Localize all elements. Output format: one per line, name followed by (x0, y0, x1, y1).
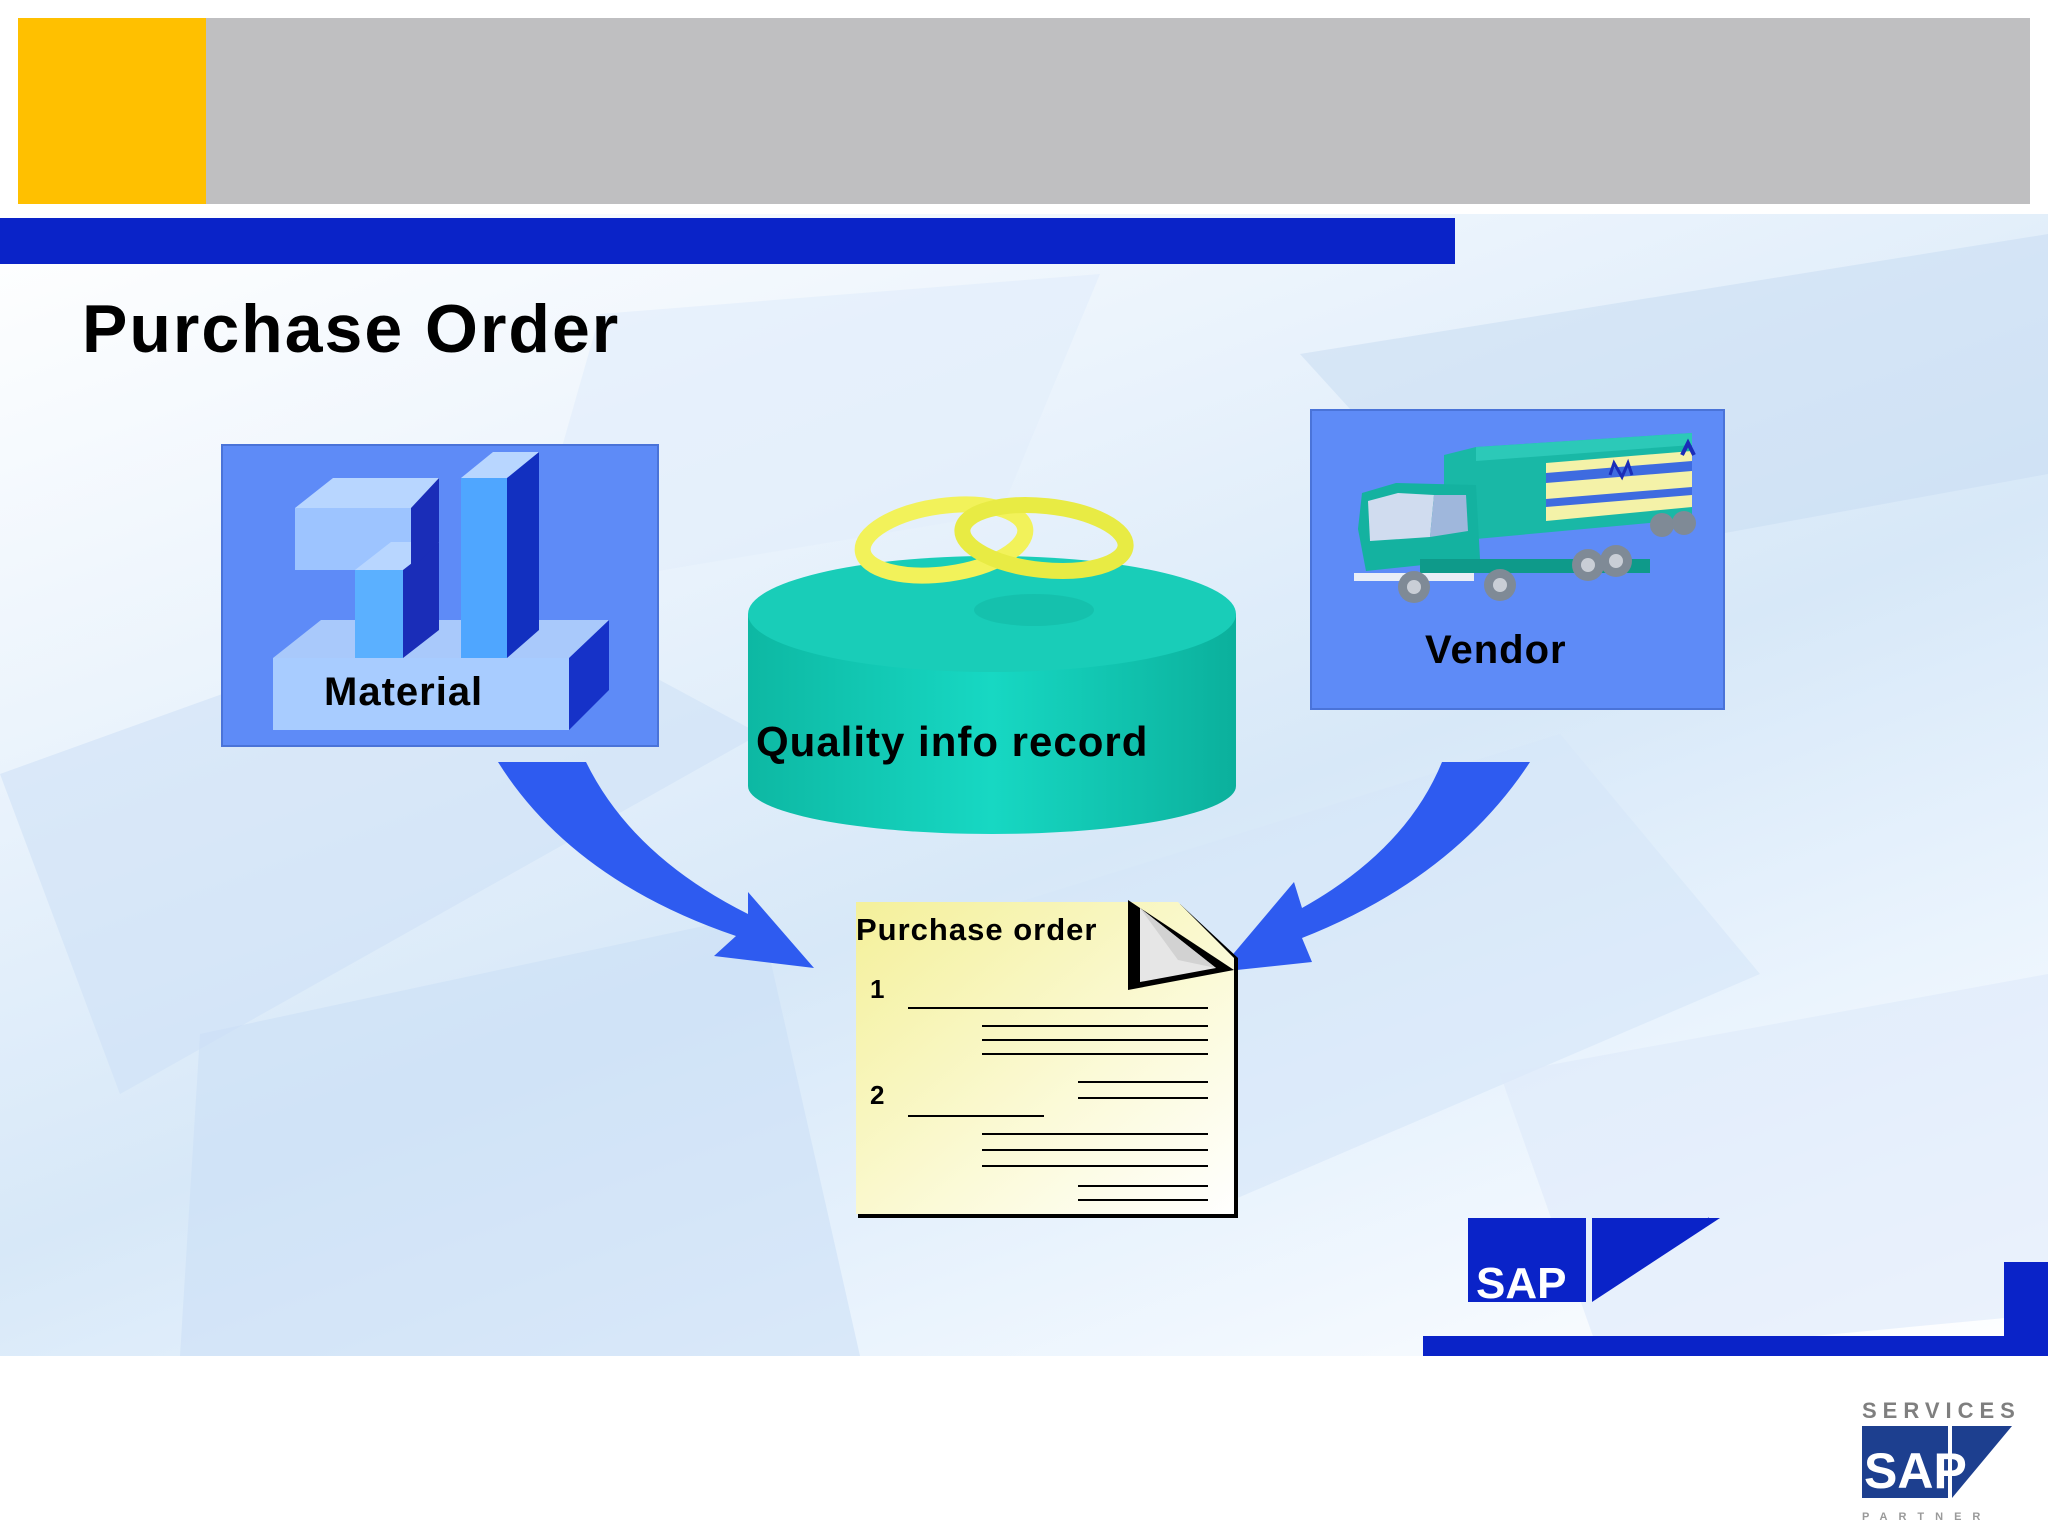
quality-info-record-label: Quality info record (756, 718, 1149, 765)
title-band (0, 218, 1455, 264)
sap-bottom-bar (1423, 1336, 2048, 1356)
svg-text:PARTNER: PARTNER (1862, 1511, 1991, 1523)
header-accent-square (18, 18, 206, 204)
header-bar (206, 18, 2030, 204)
arrow-vendor-to-po-icon (1218, 762, 1530, 972)
vendor-label: Vendor (1425, 628, 1567, 672)
po-item-number-2: 2 (870, 1080, 885, 1110)
rings-icon (854, 496, 1134, 584)
sap-services-partner-logo: SERVICES SAP PARTNER (1862, 1398, 2021, 1523)
arrow-material-to-po-icon (498, 762, 814, 968)
sap-logo-text: SAP (1476, 1259, 1566, 1308)
document-icon (856, 900, 1238, 1218)
po-item-number-1: 1 (870, 974, 885, 1004)
database-cylinder-icon (748, 556, 1236, 834)
truck-icon (1354, 433, 1696, 603)
material-label: Material (324, 670, 484, 714)
svg-text:SERVICES: SERVICES (1862, 1398, 2021, 1423)
svg-text:*: * (1706, 1215, 1711, 1229)
slide-title: Purchase Order (82, 291, 621, 367)
sap-services-logo-text: SAP (1864, 1443, 1967, 1499)
purchase-order-doc-label: Purchase order (856, 912, 1098, 947)
sap-logo: SAP * (1468, 1215, 1720, 1308)
building-blocks-icon (273, 452, 609, 730)
